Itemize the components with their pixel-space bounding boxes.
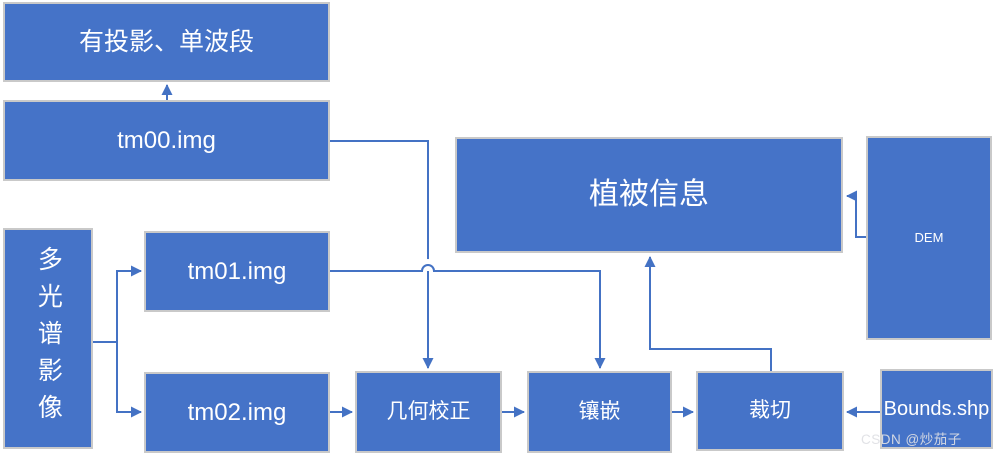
node-vegetation-info-label: 植被信息 [589,177,709,211]
node-clip: 裁切 [696,371,844,451]
node-mosaic-label: 镶嵌 [578,399,621,423]
csdn-watermark: CSDN @炒茄子 [861,432,962,447]
arrow-multispectral-to-tm02 [116,342,142,418]
node-projected-single-band: 有投影、单波段 [3,2,330,82]
node-tm01: tm01.img [144,231,330,312]
arrow-multispectral-to-tm01 [116,265,142,342]
arrow-tm01-to-mosaic [330,264,606,369]
node-dem: DEM [866,136,992,340]
node-tm02-label: tm02.img [187,398,287,426]
arrow-tm00-to-geometric-correction [330,140,434,369]
node-vegetation-info: 植被信息 [455,137,843,253]
node-tm00-label: tm00.img [117,126,216,154]
node-bounds-shp-label: Bounds.shp [883,397,990,420]
node-geometric-correction: 几何校正 [355,371,502,453]
node-geometric-correction-label: 几何校正 [386,399,471,423]
node-tm00: tm00.img [3,100,330,181]
node-clip-label: 裁切 [749,398,791,422]
node-bounds-shp: Bounds.shp [880,369,993,449]
node-tm02: tm02.img [144,372,330,453]
node-projected-single-band-label: 有投影、单波段 [78,27,254,56]
arrow-dem-to-vegetation-info [846,190,866,238]
node-tm01-label: tm01.img [187,257,287,285]
arrow-clip-to-vegetation-info [644,256,772,371]
node-multispectral-imagery-label: 多光谱影像 [34,246,63,431]
node-mosaic: 镶嵌 [527,371,672,453]
node-multispectral-imagery: 多光谱影像 [3,228,93,449]
node-dem-label: DEM [914,229,944,245]
